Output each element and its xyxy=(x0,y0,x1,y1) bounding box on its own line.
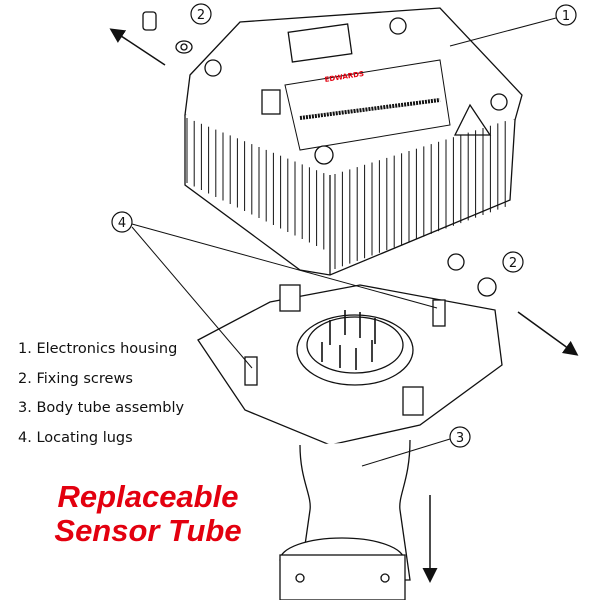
callout-3-label: 3 xyxy=(456,431,464,446)
parts-legend: 1. Electronics housing 2. Fixing screws … xyxy=(18,338,184,456)
headline-line-1: Replaceable xyxy=(57,479,239,514)
legend-item: 4. Locating lugs xyxy=(18,429,133,446)
legend-item: 1. Electronics housing xyxy=(18,341,178,357)
headline-line-2: Sensor Tube xyxy=(54,513,242,548)
callout-1-label: 1 xyxy=(562,9,570,24)
legend-item: 2. Fixing screws xyxy=(18,370,133,387)
fixing-screw-top xyxy=(142,11,193,54)
callout-2-bottom-label: 2 xyxy=(509,256,517,271)
locating-plate xyxy=(197,284,503,446)
arrow-up-left xyxy=(109,28,166,66)
callout-2-top xyxy=(190,3,212,25)
callout-1 xyxy=(555,4,577,26)
callout-4-label: 4 xyxy=(118,216,126,231)
callout-2-bottom xyxy=(502,251,524,273)
body-tube xyxy=(279,439,411,600)
callout-3 xyxy=(449,426,471,448)
legend-item: 3. Body tube assembly xyxy=(18,400,185,416)
fixing-screw-bottom xyxy=(447,253,497,297)
callout-2-top-label: 2 xyxy=(197,8,205,23)
electronics-housing xyxy=(184,7,523,276)
arrow-down-right xyxy=(517,311,579,356)
headline: Replaceable Sensor Tube xyxy=(18,480,278,548)
callout-4 xyxy=(111,211,133,233)
